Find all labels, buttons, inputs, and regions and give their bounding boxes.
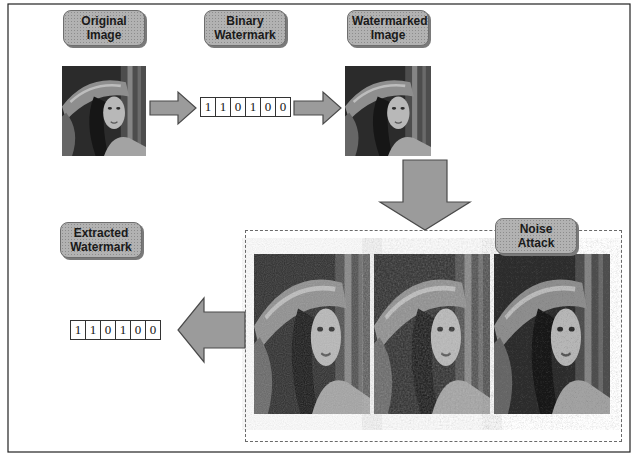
watermark-bit: 0 — [275, 97, 291, 117]
watermarked-image — [345, 66, 431, 156]
block-arrow — [294, 92, 341, 124]
step-label: Binary Watermark — [204, 10, 286, 46]
step-label: Extracted Watermark — [60, 222, 142, 258]
image-step: Original Image — [58, 8, 150, 160]
block-arrow — [380, 160, 470, 230]
step-label: Watermarked Image — [347, 10, 429, 46]
attacked-images — [254, 254, 610, 414]
attack-region: Noise Attack — [245, 230, 622, 442]
watermark-bit: 0 — [230, 97, 246, 117]
watermark-bit: 0 — [260, 97, 276, 117]
watermark-bit: 1 — [70, 320, 86, 340]
original-image — [62, 66, 146, 156]
watermark-bit: 1 — [200, 97, 216, 117]
watermark-bit: 1 — [245, 97, 261, 117]
outer-frame — [8, 4, 630, 452]
step-label: Noise Attack — [495, 218, 577, 254]
watermark-bit: 1 — [85, 320, 101, 340]
block-arrow — [150, 92, 196, 124]
watermark-bit: 0 — [100, 320, 116, 340]
step-label: Original Image — [63, 10, 145, 46]
block-arrow — [178, 298, 245, 362]
image-step: Watermarked Image — [341, 8, 435, 160]
watermark-bit: 0 — [145, 320, 161, 340]
watermark-bit: 0 — [130, 320, 146, 340]
watermark-bit: 1 — [215, 97, 231, 117]
watermark-bit: 1 — [115, 320, 131, 340]
